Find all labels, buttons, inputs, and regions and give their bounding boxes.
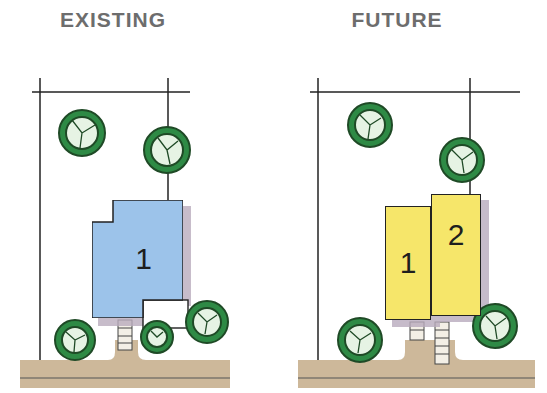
existing-house: 1: [92, 200, 183, 318]
house-number: 1: [400, 248, 417, 278]
house-number: 2: [448, 220, 465, 250]
lot-lines: [32, 78, 520, 360]
street: [20, 340, 535, 388]
panel-heading: FUTURE: [351, 8, 442, 32]
tree-branches: [66, 115, 506, 353]
house-number: 1: [135, 244, 152, 274]
future-house: 1: [385, 206, 431, 320]
future-house: 2: [431, 194, 481, 316]
trees: [55, 103, 517, 362]
panel-heading: EXISTING: [60, 8, 166, 32]
